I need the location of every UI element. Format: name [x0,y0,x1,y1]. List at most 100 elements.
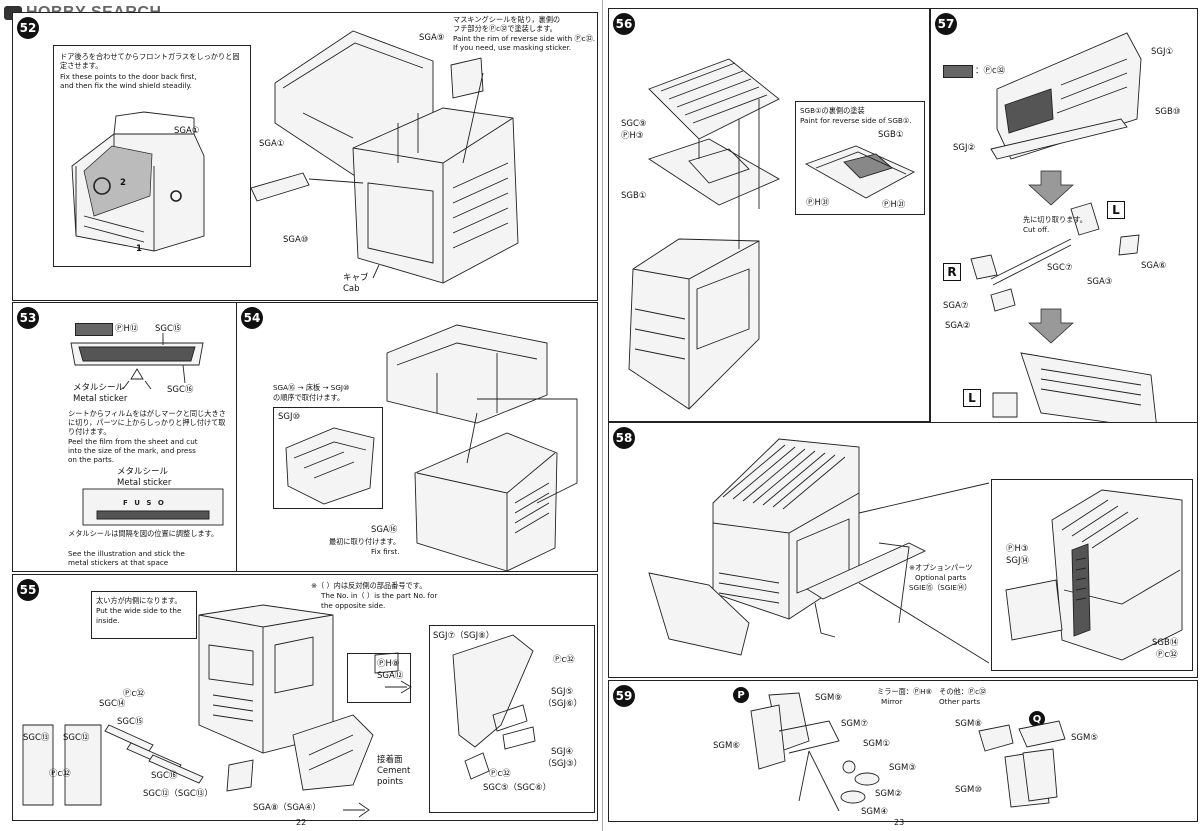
step-58-sgj14-label: SGJ⑭ [1006,556,1029,566]
step-55-sgc15-label: SGC⑮ [117,717,144,727]
step-57-left-marker-2: L [963,389,981,407]
step-54-panel: 54 SGA⑯ → 床板 → SGJ⑩ の順序で取付けます。 SGJ⑩ SGA⑯… [236,302,598,572]
step-55-cab-drawing [22,604,536,818]
step-59-mirror-note: ミラー面：ⓅH⑧ その他：Ⓟc㉜ [877,687,987,696]
step-52-cab-drawing [250,30,519,284]
step-57-sgb10-label: SGB⑩ [1155,107,1181,117]
step-58-pc32-label: Ⓟc㉜ [1156,650,1178,660]
step-58-opt-jp: ※オプションパーツ [909,563,973,572]
step-54-order: SGA⑯ → 床板 → SGJ⑩ [273,383,350,392]
step-55-sgj5-label: SGJ⑤ [551,687,574,697]
step-52-note-jp: ドア後ろを合わせてからフロントガラスをしっかりと固定させます。 [60,52,240,70]
step-55-sgc5-6-label: SGC⑤（SGC⑥） [483,783,552,793]
step-55-wide-en-1: Put the wide side to the [96,606,182,615]
step-55-sgj7-8-label: SGJ⑦（SGJ⑧） [433,631,495,641]
step-56-detail-drawing [804,145,916,199]
step-55-ph8-label: ⓅH⑧ [377,659,400,669]
step-55-opp-en-1: The No. in（ ）is the part No. for [321,591,438,600]
step-57-badge: 57 [935,13,957,35]
step-55-wide-en-2: inside. [96,616,120,625]
step-59-sgm2-label: SGM② [875,789,902,799]
step-55-wide-box: 太い方が内側になります。 Put the wide side to the in… [91,591,197,639]
step-52-detail-drawing [71,111,205,252]
step-53-note-jp: シートからフィルムをはがしマークと同じ大きさに切り，パーツに上からしっかりと押し… [68,409,226,436]
step-52-mask-en-1: Paint the rim of reverse side with Ⓟc㉜. [453,34,596,43]
step-53-fuso-letters: F U S O [123,499,166,507]
step-54-cab-drawing [386,324,578,571]
right-page-number: 23 [894,818,905,827]
step-53-note2-jp: メタルシールは間隔を図の位置に調整します。 [68,529,219,538]
step-58-sgb14-label: SGB⑭ [1152,638,1179,648]
step-58-drawing [648,438,990,664]
step-53-sgc15-label: SGC⑮ [155,324,182,334]
step-55-sga12-label: SGA⑫ [377,671,404,681]
step-59-p-marker: P [733,687,749,703]
step-55-panel: 55 ※（ ）内は反対側の部品番号です。 The No. in（ ）is the… [12,574,598,821]
step-57-sgc7-label: SGC⑦ [1047,263,1073,273]
step-59-q-marker: Q [1029,711,1045,727]
step-56-detail-box: SGB①の裏側の塗装 Paint for reverse side of SGB… [795,101,925,215]
step-52-mask-jp-1: マスキングシールを貼り，裏側の [453,15,561,24]
step-59-sgm9-label: SGM⑨ [815,693,842,703]
step-57-drawing [970,32,1158,454]
step-57-panel: 57 ：Ⓟc㉜ SGJ① SGB⑩ SGJ② 先に切り取ります。 Cut off… [930,8,1198,462]
step-53-panel: 53 ⓅH⑫ SGC⑮ メタルシール Metal sticker SGC⑯ シー… [12,302,238,572]
step-52-note-en-1: Fix these points to the door back first, [60,72,197,81]
step-57-sga6-label: SGA⑥ [1141,261,1167,271]
left-page: HOBBY SEARCH 52 ドア後ろを合わせてからフロントガラスをしっかりと… [4,4,598,827]
step-55-cement-en-2: points [377,777,404,787]
step-54-detail-box: SGJ⑩ [273,407,383,509]
step-56-ph21-label: ⓅH㉑ [882,200,906,210]
step-58-ph3-label: ⓅH③ [1006,544,1029,554]
step-53-sticker-en: Metal sticker [73,394,128,404]
step-55-sgc12-13-label: SGC⑫（SGC⑬） [143,789,213,799]
step-59-badge: 59 [613,685,635,707]
step-52-note-en-2: and then fix the wind shield steadily. [60,81,192,90]
step-59-sgm5-label: SGM⑤ [1071,733,1098,743]
step-57-pc32-label: ：Ⓟc㉜ [975,66,1006,76]
step-55-opp-en-2: the opposite side. [321,601,386,610]
step-54-sga16-label: SGA⑯ [371,525,398,535]
step-55-pc32c-label: Ⓟc㉜ [553,655,575,665]
step-53-paint-code: ⓅH⑫ [115,324,139,334]
step-55-pc32d-label: Ⓟc㉜ [489,769,511,779]
step-52-sga9-label: SGA⑨ [419,33,445,43]
step-56-panel: 56 SGC⑨ ⓅH③ SGB① SGB①の裏側の塗装 Paint for re… [608,8,930,422]
step-53-sgc16-label: SGC⑯ [167,385,194,395]
step-59-drawing [750,692,1066,812]
step-53-sticker2-en: Metal sticker [117,478,172,488]
step-53-sticker-jp: メタルシール [73,383,125,393]
step-55-sgj-box [429,625,595,813]
step-58-panel: 58 ※オプションパーツ Optional parts SGIE⑮（SGIE⑭） [608,422,1198,678]
step-57-right-marker: R [943,263,961,281]
step-56-sgc9-label: SGC⑨ [621,119,647,129]
step-55-sga8-4-label: SGA⑧（SGA④） [253,803,321,813]
step-59-sgm8-label: SGM⑧ [955,719,982,729]
step-59-panel: 59 ミラー面：ⓅH⑧ その他：Ⓟc㉜ Mirror Other parts P… [608,680,1198,822]
step-55-sga12-box [347,653,411,703]
step-58-badge: 58 [613,427,635,449]
step-54-first-en: Fix first. [371,547,400,556]
step-54-badge: 54 [241,307,263,329]
step-52-mask-jp-2: フチ部分をⓅc㉜で塗装します。 [453,24,557,33]
step-55-opp-jp: ※（ ）内は反対側の部品番号です。 [311,581,427,590]
step-53-grille-drawing [70,333,224,526]
step-57-cut-en: Cut off. [1023,225,1050,234]
step-58-opt-en: Optional parts [915,573,967,582]
step-57-sgj2-label: SGJ② [953,143,976,153]
step-56-badge: 56 [613,13,635,35]
step-58-detail-box: ⓅH③ SGJ⑭ SGB⑭ Ⓟc㉜ [991,479,1193,671]
step-57-sga3-label: SGA③ [1087,277,1113,287]
step-52-point-2: 2 [120,178,126,188]
step-56-drawing [628,58,781,410]
step-55-badge: 55 [17,579,39,601]
step-54-order-jp: の順序で取付けます。 [273,393,345,402]
step-55-cement-jp: 接着面 [377,755,403,765]
step-52-detail-box: ドア後ろを合わせてからフロントガラスをしっかりと固定させます。 Fix thes… [53,45,251,267]
step-52-mask-en-2: If you need, use masking sticker. [453,43,572,52]
step-56-ph31-label: ⓅH㉛ [806,198,830,208]
step-58-detail-drawing [1005,489,1183,661]
step-52-point-1: 1 [136,244,142,254]
step-57-left-marker: L [1107,201,1125,219]
step-55-wide-jp: 太い方が内側になります。 [96,596,182,605]
